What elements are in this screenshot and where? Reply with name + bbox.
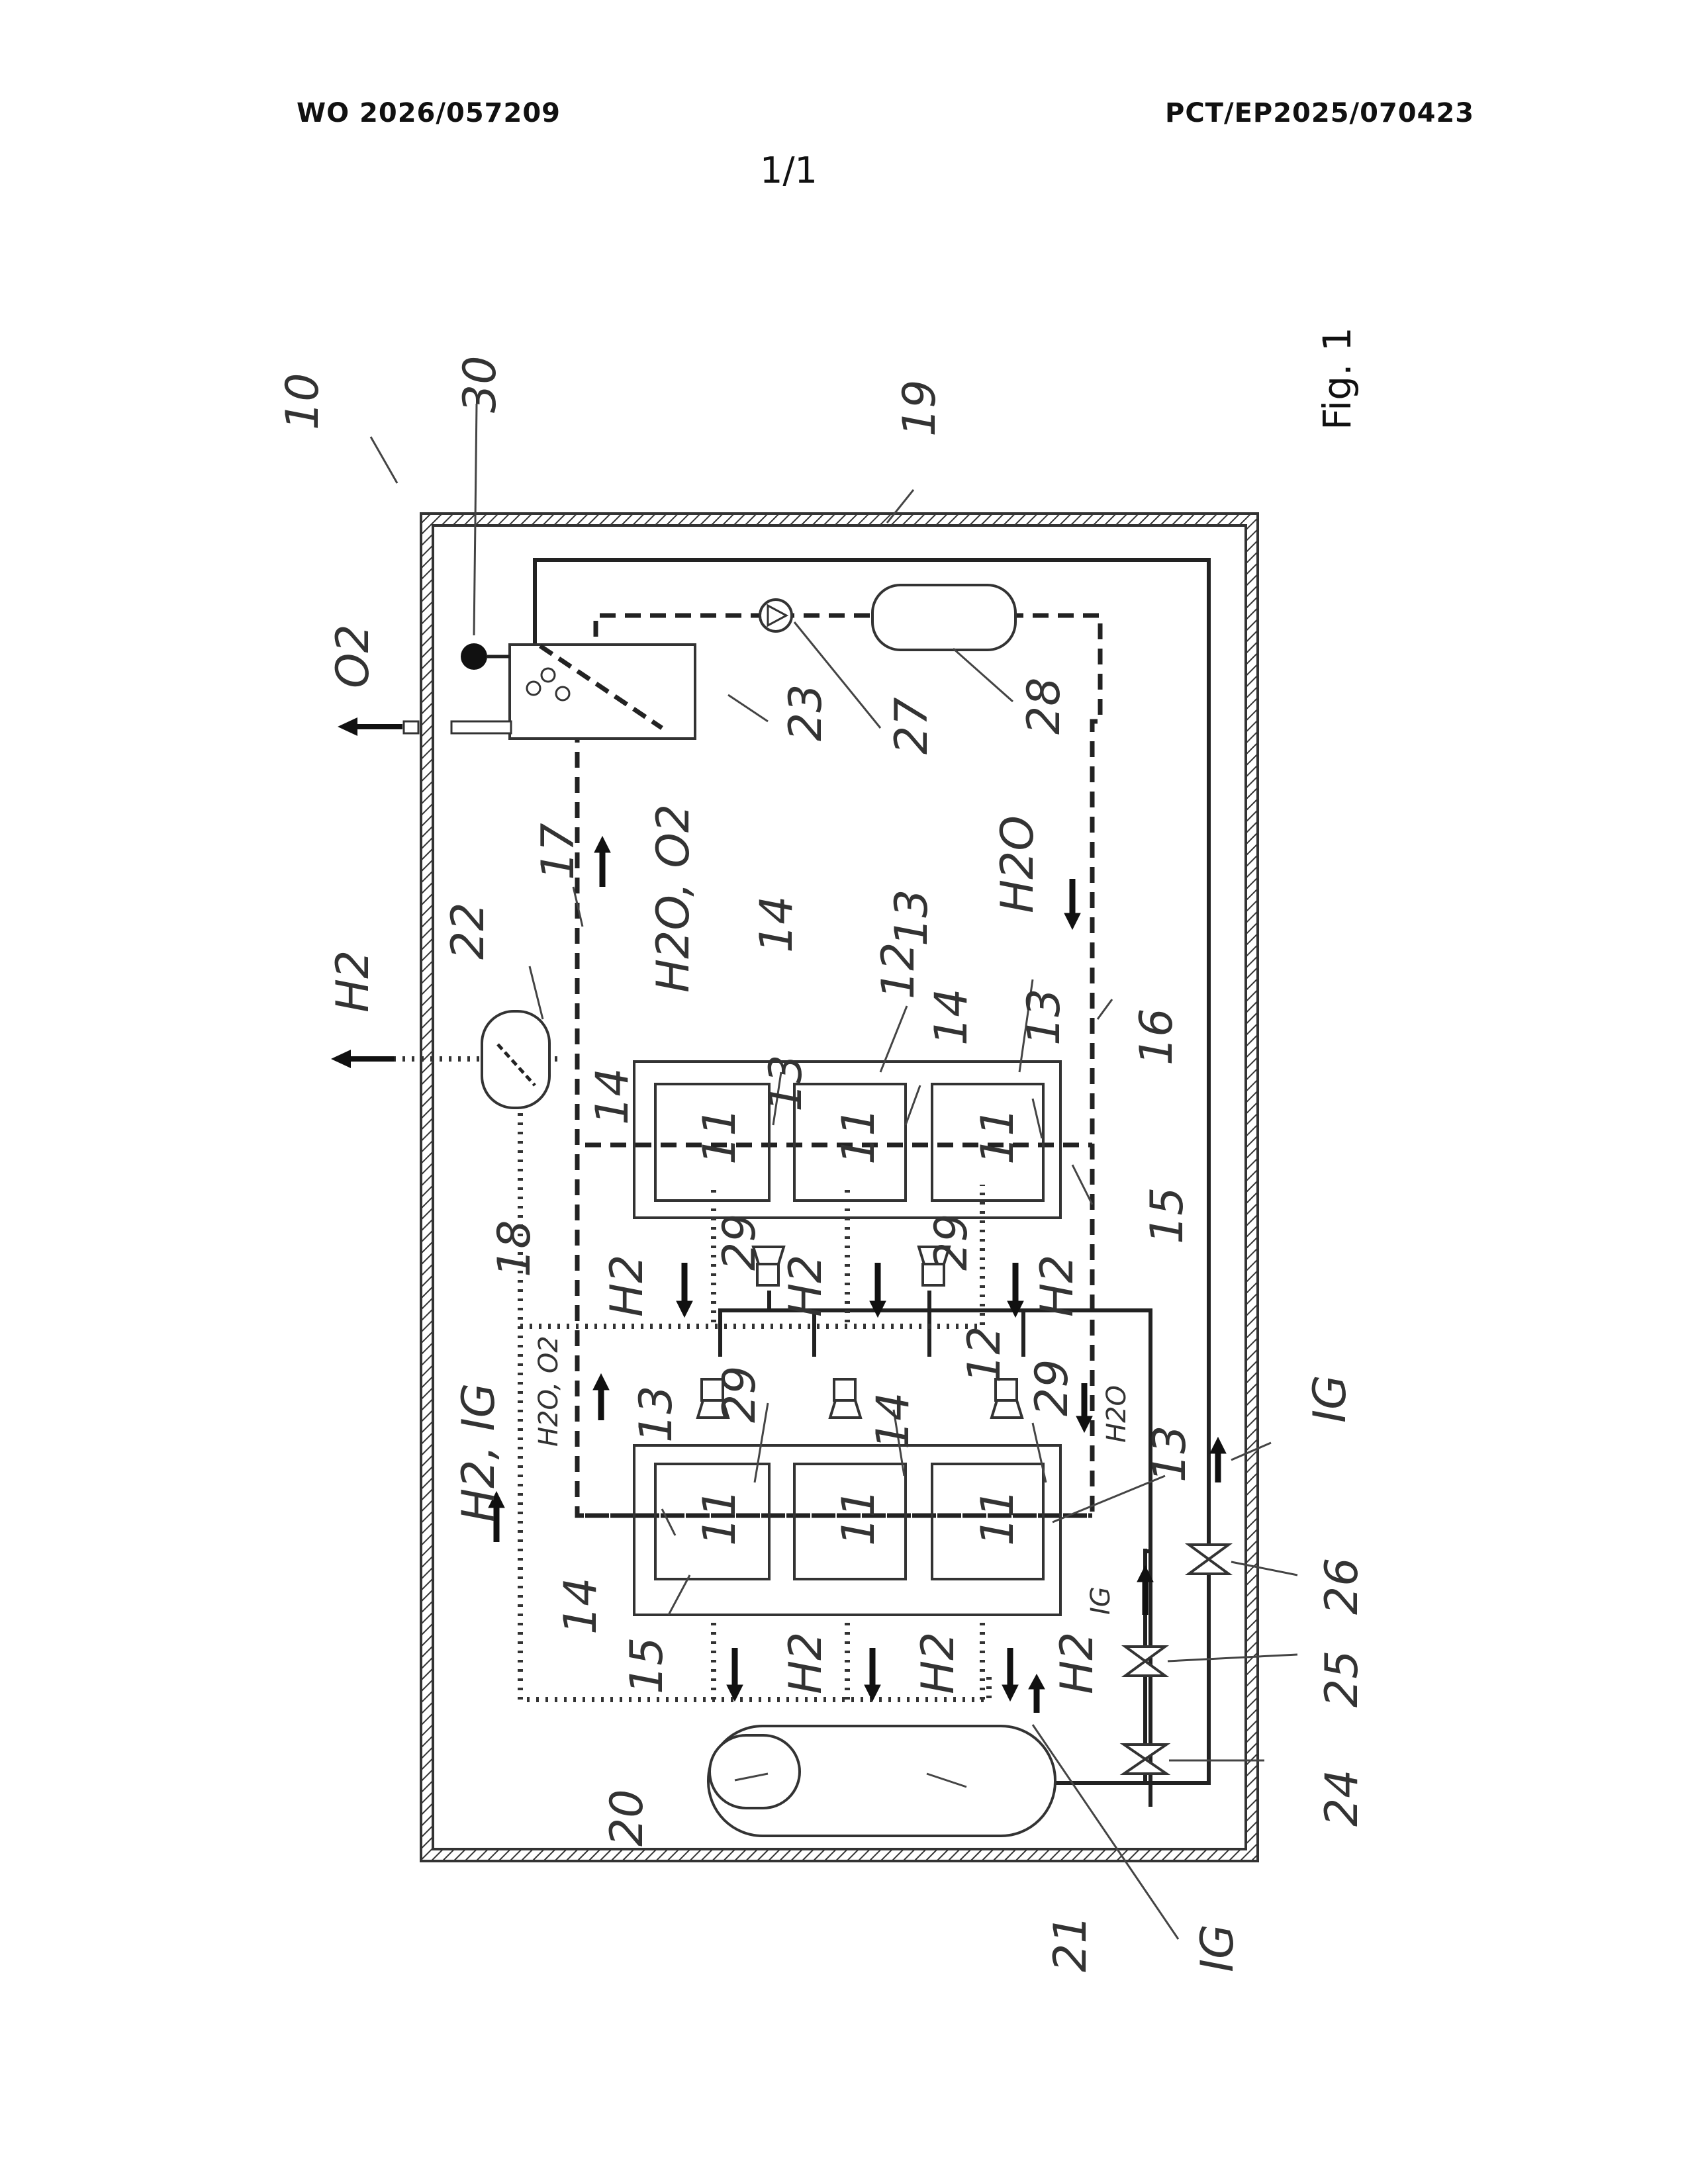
ref-27: 27 (886, 697, 938, 754)
ref-29-b: 29 (1026, 1359, 1078, 1416)
ref-14-lower-left: 14 (555, 1577, 607, 1635)
ref-23: 23 (780, 684, 832, 741)
gas-tank (708, 1726, 1055, 1836)
ref-20: 20 (601, 1789, 653, 1846)
ref-15-upper: 15 (1141, 1187, 1194, 1244)
ref-12-upper: 12 (872, 942, 925, 999)
label-h2o-top: H2O (992, 815, 1044, 913)
label-h2-l2: H2 (912, 1632, 964, 1694)
ref-14-top: 14 (751, 895, 803, 953)
ref-14-lower: 14 (867, 1392, 919, 1449)
ref-13-lower-b: 13 (1144, 1425, 1196, 1482)
ref-11-l3: 11 (972, 1488, 1024, 1546)
ref-13-top-b: 13 (886, 889, 938, 946)
ref-26: 26 (1316, 1557, 1368, 1615)
label-h2-u3: H2 (1031, 1255, 1084, 1317)
ref-13-top-c: 13 (1018, 988, 1070, 1046)
pump (760, 600, 792, 631)
label-ig-bottom: IG (1192, 1924, 1244, 1972)
label-h2-u1: H2 (601, 1255, 653, 1317)
label-h2-l1: H2 (780, 1632, 832, 1694)
ref-21: 21 (1045, 1915, 1097, 1972)
ref-30: 30 (454, 355, 506, 413)
ref-29-a: 29 (714, 1365, 766, 1423)
label-h2o-small: H2O (1102, 1385, 1132, 1443)
ref-14-mid: 14 (925, 988, 978, 1046)
ref-15-lower: 15 (621, 1637, 673, 1694)
label-h2o-o2-small: H2O, O2 (534, 1336, 564, 1447)
ref-18: 18 (489, 1220, 541, 1277)
label-ig-right: IG (1304, 1375, 1356, 1423)
ref-29-d: 29 (925, 1213, 978, 1271)
label-o2-out: O2 (327, 624, 379, 688)
label-h2-ig: H2, IG (453, 1383, 505, 1522)
ref-11-l2: 11 (833, 1488, 885, 1546)
ref-25: 25 (1316, 1650, 1368, 1707)
label-h2-out: H2 (327, 950, 379, 1013)
figure-caption: Fig. 1 (1315, 327, 1360, 430)
label-h2-u2: H2 (780, 1255, 832, 1317)
ref-22: 22 (442, 902, 494, 960)
ref-12-lower: 12 (959, 1326, 1011, 1383)
ref-11-l1: 11 (694, 1488, 746, 1546)
ref-11-u2: 11 (833, 1107, 885, 1165)
oxygen-separator (338, 643, 695, 739)
ref-11-u3: 11 (972, 1107, 1024, 1165)
ref-28: 28 (1018, 677, 1070, 735)
ref-10: 10 (277, 373, 329, 430)
label-h2o-o2-top: H2O, O2 (647, 804, 700, 993)
ref-19: 19 (894, 379, 946, 437)
water-tank (872, 585, 1015, 650)
ref-11-u1: 11 (694, 1107, 746, 1165)
label-h2-l3: H2 (1051, 1632, 1103, 1694)
ref-29-c: 29 (714, 1213, 766, 1271)
ref-24: 24 (1316, 1769, 1368, 1827)
ref-16: 16 (1131, 1008, 1183, 1066)
ref-13-top-a: 13 (760, 1054, 812, 1112)
ref-14-upper-left: 14 (586, 1068, 639, 1125)
label-ig-valve: IG (1086, 1586, 1116, 1615)
ref-17: 17 (532, 823, 585, 880)
ref-13-lower-a: 13 (630, 1385, 682, 1443)
